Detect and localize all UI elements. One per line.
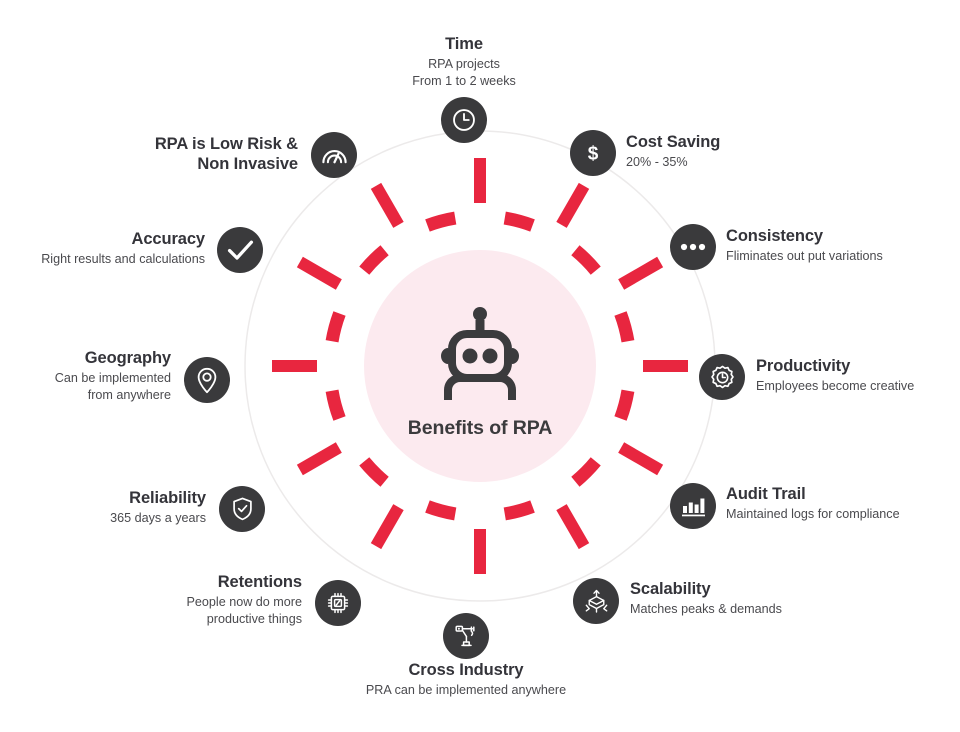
node-title-productivity: Productivity [756,357,851,375]
red-arc-segment [325,389,346,421]
node-subtitle-reliability: 365 days a years [110,511,206,526]
gauge-icon [321,145,348,165]
node-icon-time[interactable] [441,97,487,143]
node-title-reliability: Reliability [129,489,206,507]
check-icon [227,239,254,261]
node-subtitle-accuracy: Right results and calculations [41,252,205,267]
node-title-accuracy: Accuracy [131,230,206,248]
red-arc-segment [359,245,389,275]
node-icon-consistency[interactable] [670,224,716,270]
node-label-reliability: Reliability 365 days a years [0,488,206,527]
node-icon-audit-trail[interactable] [670,483,716,529]
node-icon-scalability[interactable] [573,578,619,624]
node-label-low-risk: RPA is Low Risk & Non Invasive [18,134,298,175]
gear-clock-icon [709,364,736,391]
robot-icon [428,298,532,407]
dollar-icon: $ [581,141,605,165]
node-icon-retentions[interactable] [315,580,361,626]
shield-check-icon [230,496,255,522]
node-subtitle-consistency: Fliminates out put variations [726,249,883,264]
red-spoke [618,442,664,476]
node-subtitle-retentions: People now do more productive things [186,595,302,626]
node-title-low-risk: RPA is Low Risk & Non Invasive [154,135,298,174]
cpu-chip-icon [325,590,351,616]
center-hub: Benefits of RPA [364,250,596,482]
red-arc-segment [503,500,535,521]
node-title-geography: Geography [84,349,171,367]
clock-icon [451,107,477,133]
red-arc-segment [571,457,601,487]
robot-arm-icon [453,623,479,649]
bar-chart-icon [681,495,706,518]
node-icon-geography[interactable] [184,357,230,403]
node-title-cross-industry: Cross Industry [408,661,524,679]
node-icon-cost-saving[interactable]: $ [570,130,616,176]
node-subtitle-productivity: Employees become creative [756,379,915,394]
red-arc-segment [571,245,601,275]
network-cube-icon [583,588,610,615]
red-spoke [556,504,590,550]
red-arc-segment [614,389,635,421]
node-subtitle-time: RPA projects From 1 to 2 weeks [412,57,516,88]
red-spokes-group [272,158,688,574]
red-arc-segment [359,457,389,487]
node-title-audit-trail: Audit Trail [726,485,806,503]
red-spoke [370,504,404,550]
node-subtitle-audit-trail: Maintained logs for compliance [726,507,900,522]
red-arc-segment [425,211,457,232]
red-arc-segment [425,500,457,521]
node-icon-productivity[interactable] [699,354,745,400]
node-title-time: Time [445,35,483,53]
red-arc-segment [614,311,635,343]
red-spoke [296,442,342,476]
node-title-consistency: Consistency [726,227,824,245]
red-spoke [370,182,404,228]
node-subtitle-cost-saving: 20% - 35% [626,155,688,170]
red-arc-ring-group [325,211,635,521]
node-title-scalability: Scalability [630,580,711,598]
node-subtitle-scalability: Matches peaks & demands [630,602,782,617]
center-title: Benefits of RPA [407,417,553,439]
node-subtitle-cross-industry: PRA can be implemented anywhere [365,683,567,698]
red-spoke [618,256,664,290]
red-spoke [296,256,342,290]
node-icon-reliability[interactable] [219,486,265,532]
node-title-retentions: Retentions [217,573,302,591]
red-arc-segment [325,311,346,343]
node-icon-accuracy[interactable] [217,227,263,273]
node-title-cost-saving: Cost Saving [626,133,721,151]
node-subtitle-geography: Can be implemented from anywhere [54,371,171,402]
red-arc-segment [503,211,535,232]
node-icon-cross-industry[interactable] [443,613,489,659]
svg-text:$: $ [588,144,599,165]
ellipsis-icon [680,242,706,252]
red-spoke [556,182,590,228]
node-label-cost-saving: Cost Saving 20% - 35% [626,132,906,171]
node-icon-low-risk[interactable] [311,132,357,178]
map-pin-icon [195,367,219,394]
